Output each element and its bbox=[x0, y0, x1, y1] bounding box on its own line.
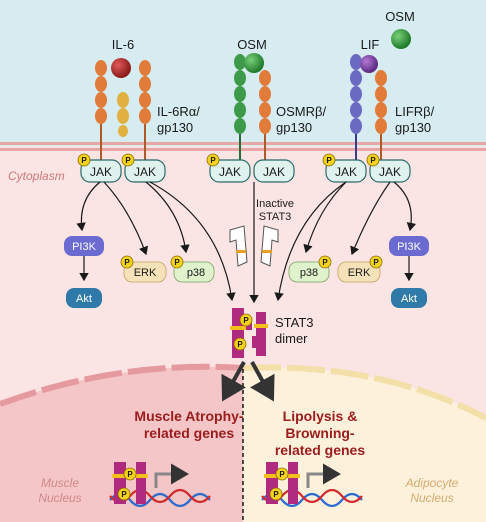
kinases-right: p38 P ERK P PI3K Akt bbox=[288, 236, 429, 308]
phospho-label: P bbox=[174, 258, 180, 267]
phospho-label: P bbox=[273, 490, 279, 499]
adipo-nucleus-label-1: Adipocyte bbox=[405, 476, 459, 490]
akt-label: Akt bbox=[401, 293, 417, 305]
label-lif-receptor-1: LIFRβ/ bbox=[395, 104, 435, 119]
adipo-genes-3: related genes bbox=[275, 442, 365, 458]
label-osm-receptor-2: gp130 bbox=[276, 120, 312, 135]
arrow-to-adipocyte bbox=[250, 361, 275, 402]
jak-box bbox=[253, 159, 295, 183]
muscle-nuclear-envelope bbox=[0, 363, 244, 407]
phospho-label: P bbox=[237, 340, 243, 349]
lif-ligand bbox=[360, 55, 378, 73]
phospho-label: P bbox=[121, 490, 127, 499]
jak-label: JAK bbox=[90, 165, 112, 179]
label-cytoplasm: Cytoplasm bbox=[8, 169, 65, 183]
jak-boxes: JAK JAK JAK JAK JAK JAK bbox=[80, 159, 411, 183]
akt-box bbox=[391, 288, 427, 308]
label-stat3-dimer-2: dimer bbox=[275, 331, 308, 346]
osm-ligand-free bbox=[391, 29, 411, 49]
phospho-label: P bbox=[124, 258, 130, 267]
label-osm: OSM bbox=[237, 37, 267, 52]
stat3-dimer: P P bbox=[230, 308, 268, 358]
p38-label: p38 bbox=[187, 267, 205, 279]
label-il6: IL-6 bbox=[112, 37, 134, 52]
label-il6-receptor-1: IL-6Rα/ bbox=[157, 104, 200, 119]
muscle-nucleus-label-1: Muscle bbox=[41, 476, 79, 490]
pi3k-label: PI3K bbox=[72, 241, 97, 253]
phospho-label: P bbox=[370, 156, 376, 165]
osm-ligand-bound bbox=[244, 53, 264, 73]
arrow-to-muscle bbox=[221, 361, 246, 402]
muscle-genes-2: related genes bbox=[144, 425, 234, 441]
muscle-genes-1: Muscle Atrophy- bbox=[134, 408, 243, 424]
muscle-dna-complex: P P bbox=[109, 462, 211, 508]
phospho-label: P bbox=[243, 316, 249, 325]
label-stat3-dimer-1: STAT3 bbox=[275, 315, 314, 330]
phospho-label: P bbox=[322, 258, 328, 267]
jak-label: JAK bbox=[219, 165, 241, 179]
phospho-label: P bbox=[373, 258, 379, 267]
phospho-label: P bbox=[326, 156, 332, 165]
phospho-label: P bbox=[125, 156, 131, 165]
kinases-left: PI3K Akt ERK P p38 P bbox=[64, 236, 215, 308]
label-lif: LIF bbox=[361, 37, 380, 52]
label-lif-receptor-2: gp130 bbox=[395, 120, 431, 135]
adipocyte-nuclear-envelope bbox=[242, 364, 486, 421]
pi3k-label: PI3K bbox=[397, 241, 422, 253]
label-inactive-stat3-2: STAT3 bbox=[259, 211, 292, 223]
adipo-genes-2: Browning- bbox=[285, 425, 355, 441]
adipo-dna-complex: P P bbox=[261, 462, 363, 508]
p38-label: p38 bbox=[300, 267, 318, 279]
osm-receptor-complex bbox=[234, 53, 271, 160]
p38-box bbox=[173, 261, 215, 283]
jak-label: JAK bbox=[263, 165, 285, 179]
jak-box bbox=[80, 159, 122, 183]
label-inactive-stat3-1: Inactive bbox=[256, 198, 294, 210]
p38-box bbox=[288, 261, 330, 283]
label-osm-free: OSM bbox=[385, 9, 415, 24]
adipo-genes-1: Lipolysis & bbox=[283, 408, 358, 424]
phospho-label: P bbox=[279, 470, 285, 479]
erk-box bbox=[123, 261, 167, 283]
erk-label: ERK bbox=[134, 267, 157, 279]
jak-label: JAK bbox=[335, 165, 357, 179]
label-osm-receptor-1: OSMRβ/ bbox=[276, 104, 326, 119]
akt-box bbox=[66, 288, 102, 308]
muscle-nucleus-label-2: Nucleus bbox=[38, 491, 81, 505]
erk-label: ERK bbox=[348, 267, 371, 279]
pi3k-box bbox=[64, 236, 104, 256]
jak-label: JAK bbox=[379, 165, 401, 179]
il6-ligand bbox=[111, 58, 131, 78]
erk-box bbox=[337, 261, 381, 283]
jak-box bbox=[124, 159, 166, 183]
jak-box bbox=[209, 159, 251, 183]
pi3k-box bbox=[389, 236, 429, 256]
adipocyte-nucleus bbox=[243, 367, 486, 522]
phospho-label: P bbox=[127, 470, 133, 479]
jak-label: JAK bbox=[134, 165, 156, 179]
inactive-stat3-monomers bbox=[229, 225, 279, 267]
lif-receptor-complex bbox=[350, 54, 387, 160]
jak-phospho-markers: P P P P P bbox=[77, 153, 380, 167]
phospho-label: P bbox=[81, 156, 87, 165]
il6-receptor-complex bbox=[95, 58, 151, 160]
cell-membrane-inner bbox=[0, 148, 486, 151]
akt-label: Akt bbox=[76, 293, 92, 305]
cell-membrane-outer bbox=[0, 142, 486, 145]
signaling-arrows bbox=[76, 181, 417, 304]
phospho-label: P bbox=[210, 156, 216, 165]
label-il6-receptor-2: gp130 bbox=[157, 120, 193, 135]
adipo-nucleus-label-2: Nucleus bbox=[410, 491, 453, 505]
